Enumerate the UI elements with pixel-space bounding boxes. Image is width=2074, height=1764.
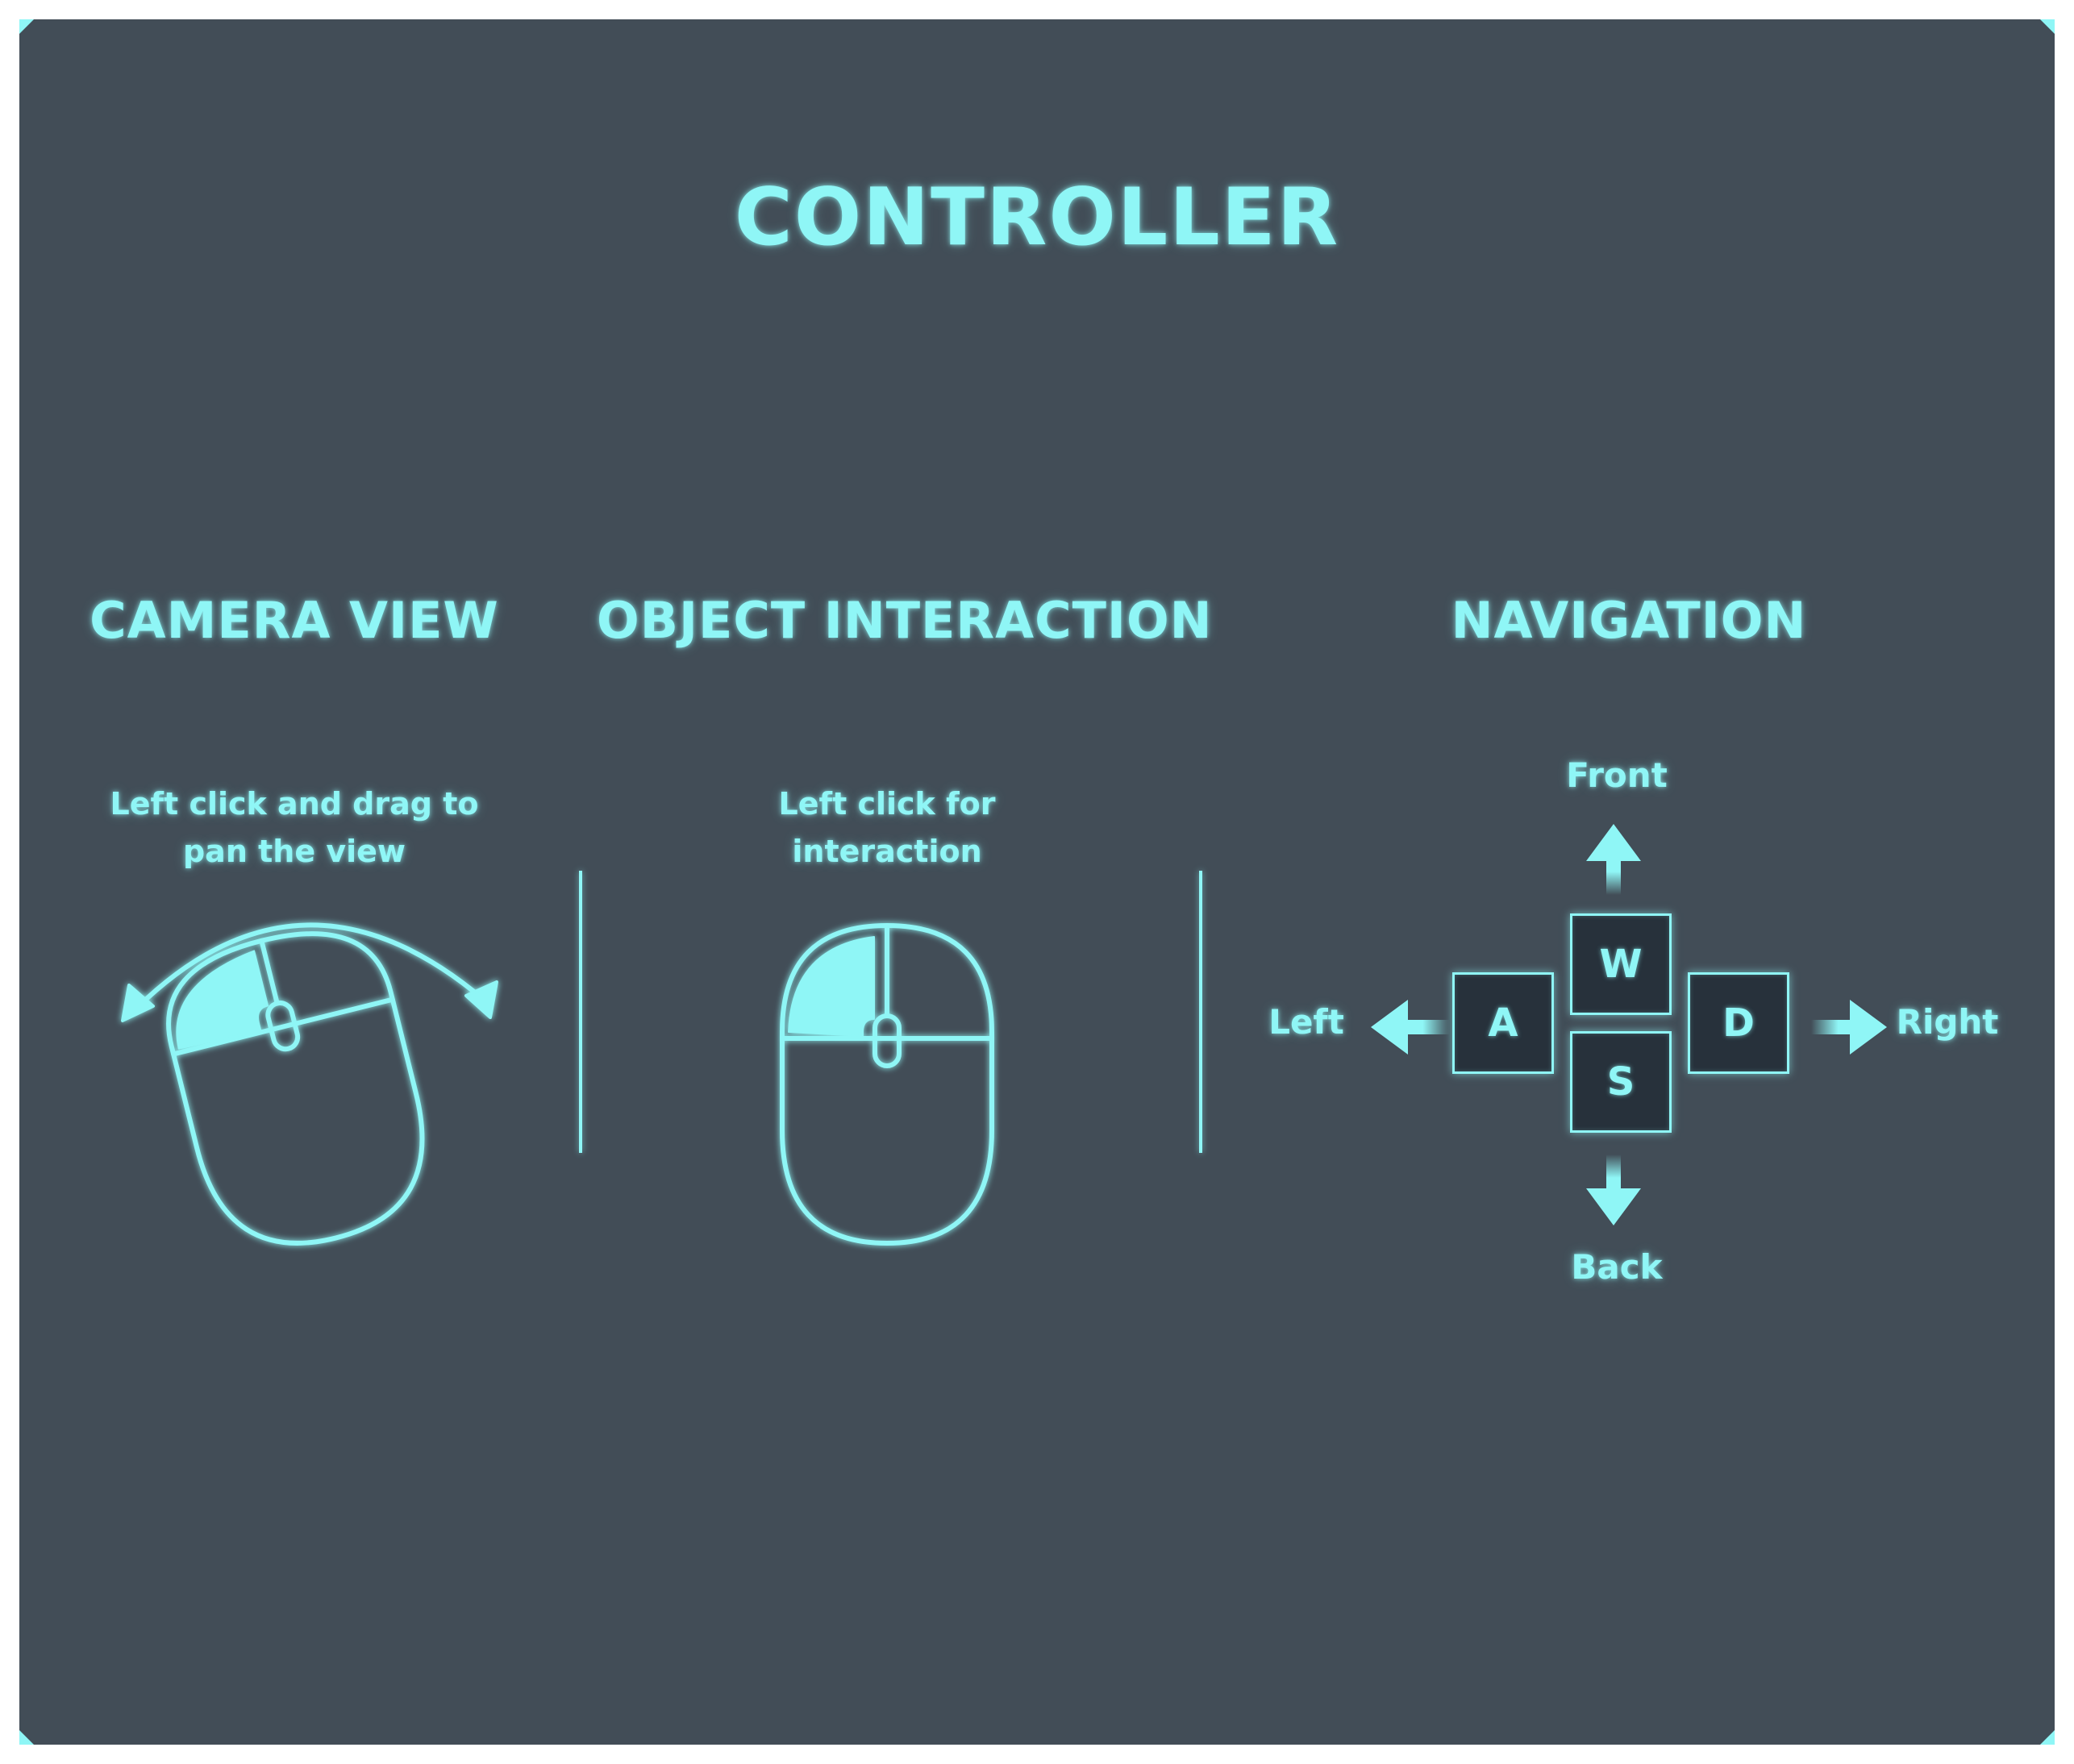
key-d[interactable]: D <box>1688 972 1789 1074</box>
key-a[interactable]: A <box>1452 972 1554 1074</box>
direction-label-front: Front <box>1566 755 1668 795</box>
navigation-title: NAVIGATION <box>1451 591 1807 650</box>
direction-label-left: Left <box>1268 1002 1344 1042</box>
mouse-drag-icon <box>121 922 498 1246</box>
camera-view-title: CAMERA VIEW <box>90 591 499 650</box>
camera-view-caption-line1: Left click and drag to <box>110 786 479 822</box>
camera-view-caption-line2: pan the view <box>182 834 406 869</box>
direction-label-right: Right <box>1896 1002 1999 1042</box>
section-divider <box>579 871 582 1153</box>
direction-label-back: Back <box>1571 1247 1663 1287</box>
controls-panel <box>19 19 2055 1745</box>
page-title: CONTROLLER <box>734 172 1340 264</box>
arrow-right-icon <box>1811 1000 1887 1055</box>
section-divider <box>1199 871 1202 1153</box>
key-s[interactable]: S <box>1570 1031 1672 1133</box>
arrow-down-icon <box>1586 1155 1641 1225</box>
direction-arrows <box>1371 824 1887 1225</box>
object-interaction-title: OBJECT INTERACTION <box>597 591 1213 650</box>
mouse-left-click-icon <box>780 923 994 1246</box>
key-w[interactable]: W <box>1570 913 1672 1015</box>
object-interaction-caption-line1: Left click for <box>778 786 996 822</box>
arrow-up-icon <box>1586 824 1641 895</box>
arrow-left-icon <box>1371 1000 1450 1055</box>
object-interaction-caption-line2: interaction <box>792 834 982 869</box>
